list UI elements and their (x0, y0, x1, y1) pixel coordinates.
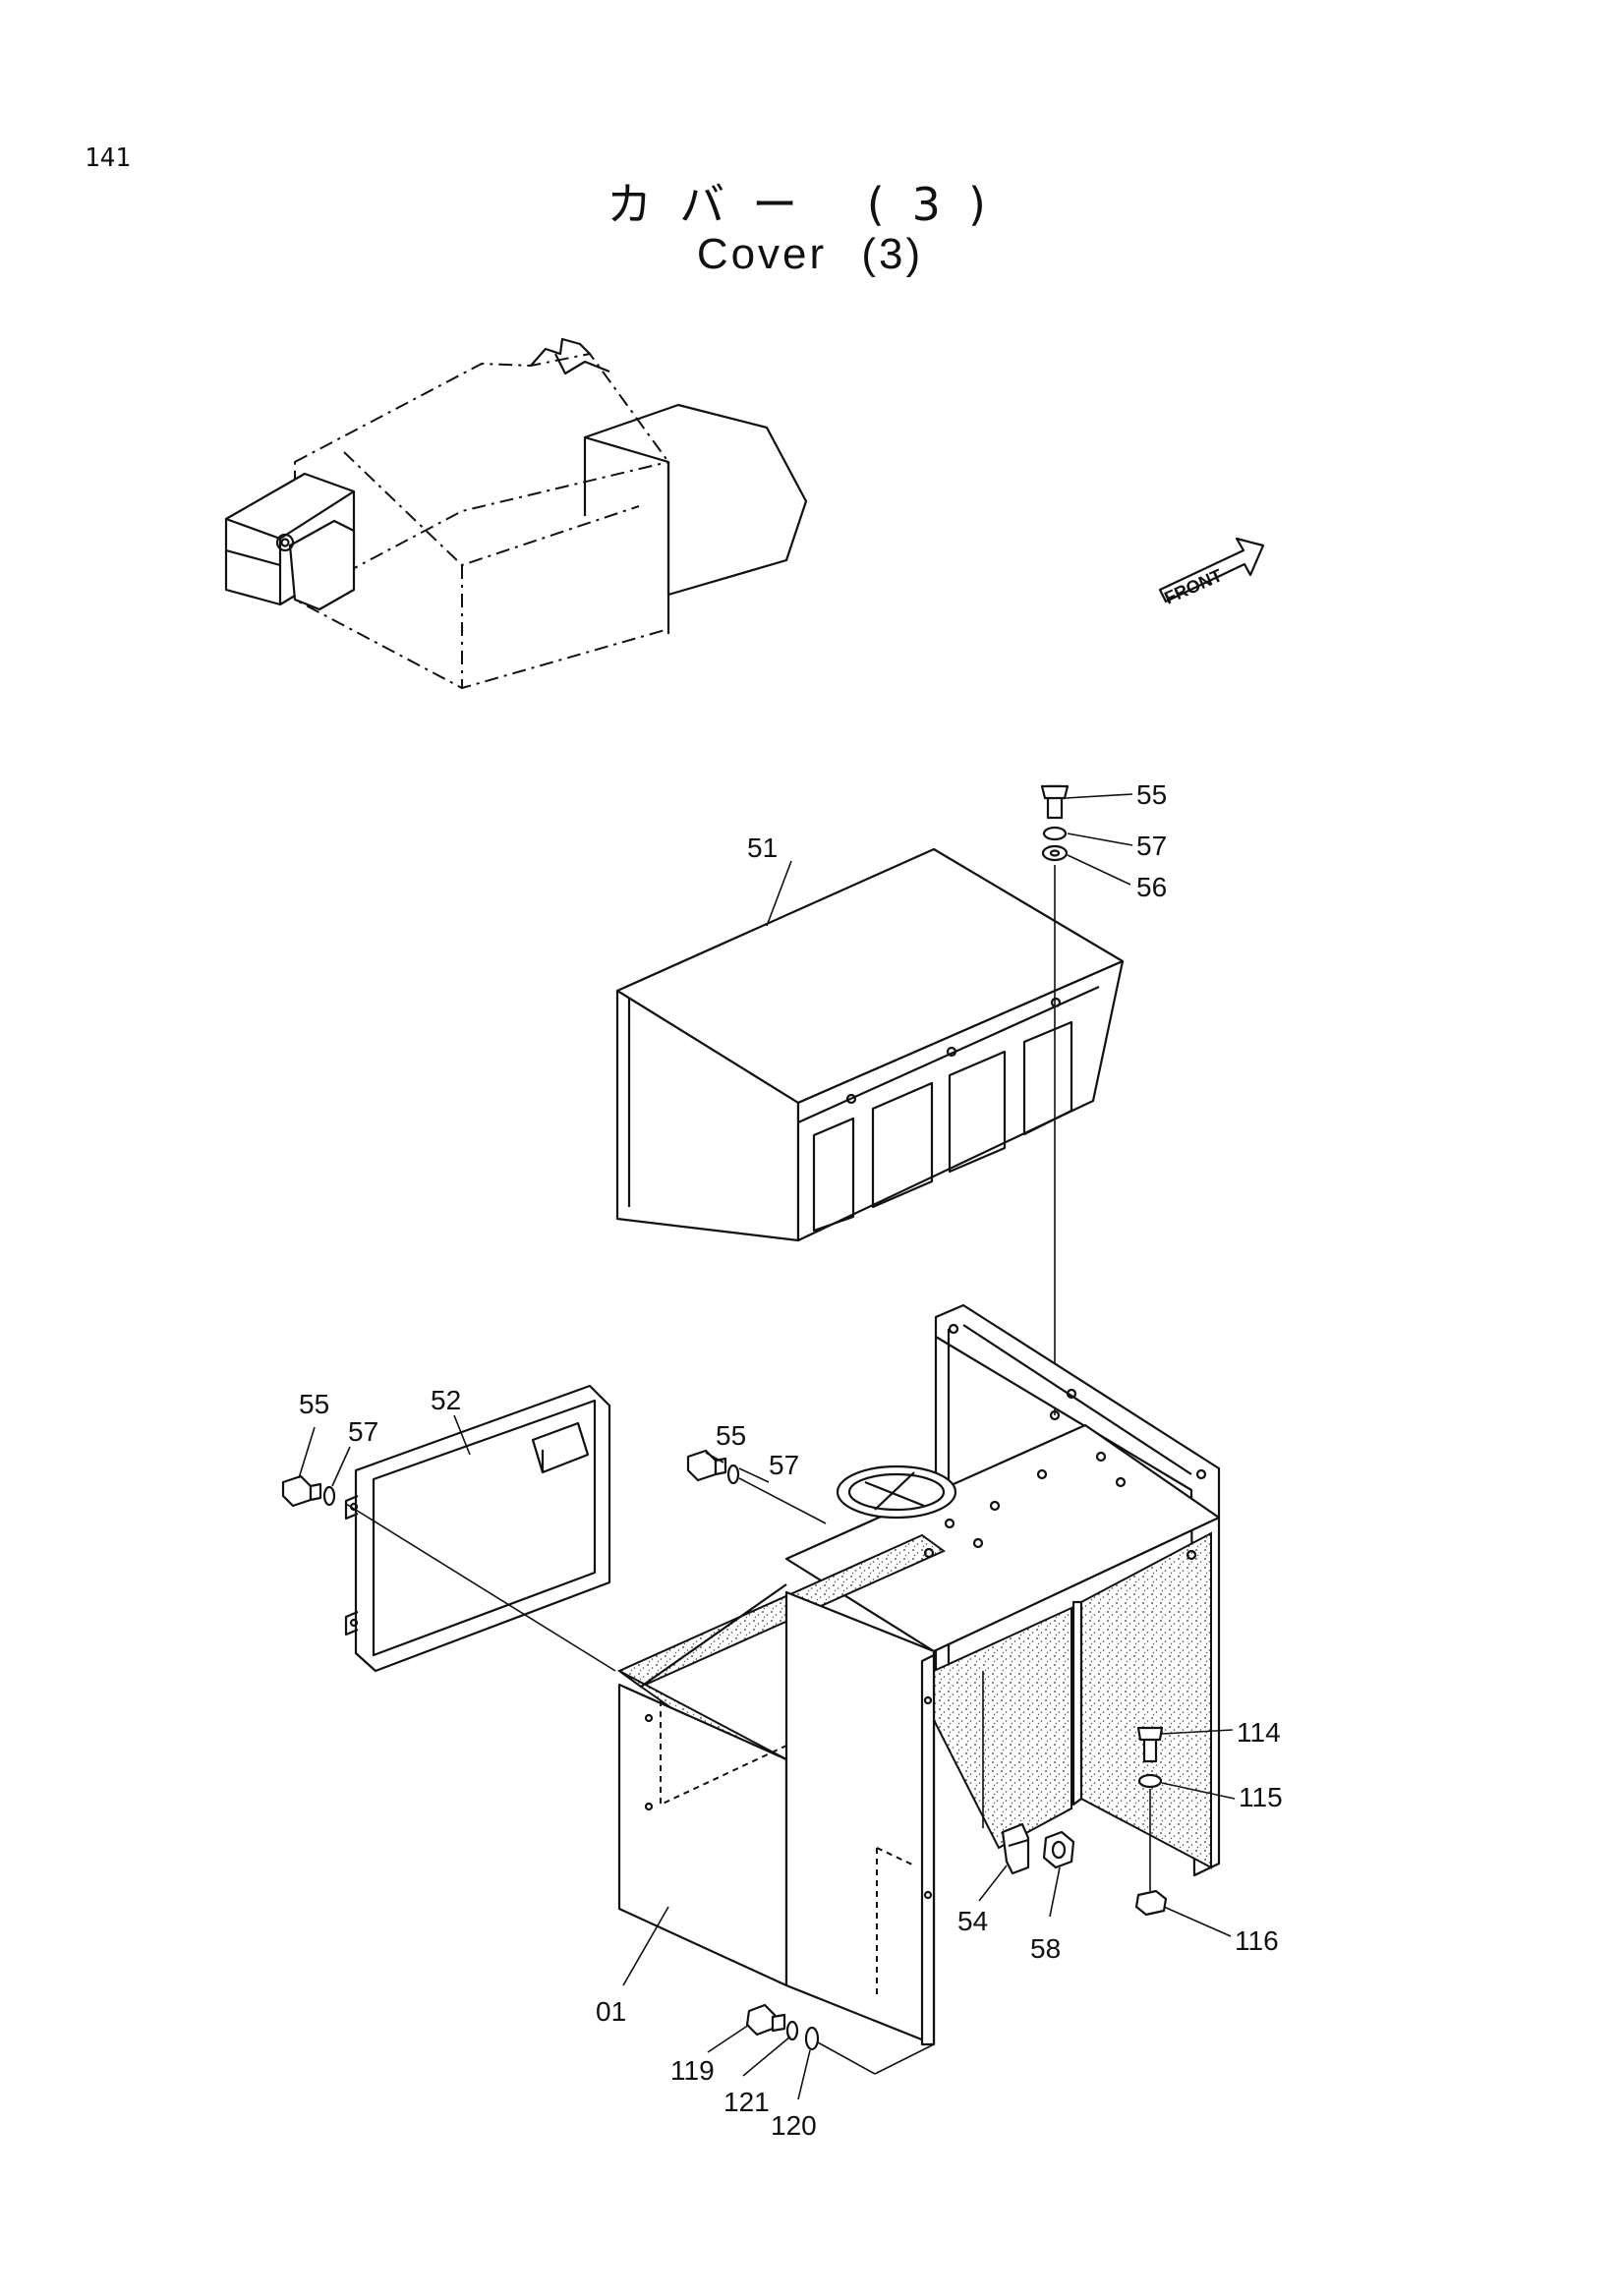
callout-121: 121 (723, 2087, 770, 2117)
leader-mid (738, 1477, 827, 1524)
leader-56 (1067, 854, 1131, 886)
leader-57-mid-label (738, 1467, 770, 1483)
callout-54: 54 (957, 1906, 988, 1936)
callout-57-left: 57 (348, 1416, 378, 1447)
part-52-side-panel (344, 1384, 611, 1673)
leader-114 (1161, 1729, 1234, 1735)
bolt-55-top-set (1040, 784, 1070, 862)
bolt-55-mid-set (686, 1449, 740, 1485)
callout-57-top: 57 (1136, 831, 1167, 861)
leader-120 (797, 2049, 811, 2100)
title-english: Cover (3) (696, 230, 924, 278)
part-58-nut (1042, 1830, 1075, 1869)
page-number: 141 (85, 144, 131, 173)
part-54-bracket (1001, 1822, 1030, 1875)
callout-114: 114 (1237, 1717, 1281, 1748)
callout-115: 115 (1239, 1782, 1283, 1812)
front-direction-arrow: FRONT (1158, 537, 1265, 608)
leader-57-top (1067, 832, 1133, 846)
bolt-55-left-set (281, 1474, 336, 1508)
leader-55-top (1065, 793, 1133, 799)
leader-52-label (453, 1414, 471, 1456)
leader-54 (978, 1865, 1008, 1902)
bolt-114-set (1134, 1726, 1168, 1917)
leader-55-mid-label (705, 1452, 724, 1464)
machine-overview (224, 337, 808, 690)
callout-51: 51 (747, 832, 778, 863)
callout-55-mid: 55 (716, 1420, 746, 1451)
callout-55-top: 55 (1136, 779, 1167, 810)
leader-119 (707, 2024, 750, 2053)
leader-58 (1049, 1866, 1061, 1918)
callout-120: 120 (771, 2110, 817, 2141)
callout-119: 119 (670, 2055, 715, 2086)
part-51-upper-cover (615, 847, 1125, 1242)
title-japanese: カバー (3) (607, 178, 1013, 231)
leader-55-left (298, 1426, 316, 1479)
leader-bottom (817, 2041, 876, 2075)
callout-56: 56 (1136, 872, 1167, 902)
leader-121 (742, 2036, 791, 2077)
leader-57-left (331, 1446, 351, 1487)
leader-01 (622, 1906, 669, 1986)
leader-51 (766, 860, 792, 927)
leader-116 (1163, 1906, 1232, 1937)
callout-01: 01 (596, 1996, 626, 2027)
callout-57-mid: 57 (769, 1450, 799, 1480)
leader-115 (1161, 1782, 1236, 1800)
callout-52: 52 (431, 1385, 461, 1415)
part-01-main-frame (617, 1303, 1221, 2075)
leader-52 (345, 1503, 616, 1672)
front-label: FRONT (1161, 565, 1225, 607)
callout-116: 116 (1235, 1925, 1279, 1956)
callout-58: 58 (1030, 1933, 1061, 1964)
callout-55-left: 55 (299, 1389, 329, 1419)
bolt-119-set (745, 2003, 820, 2051)
